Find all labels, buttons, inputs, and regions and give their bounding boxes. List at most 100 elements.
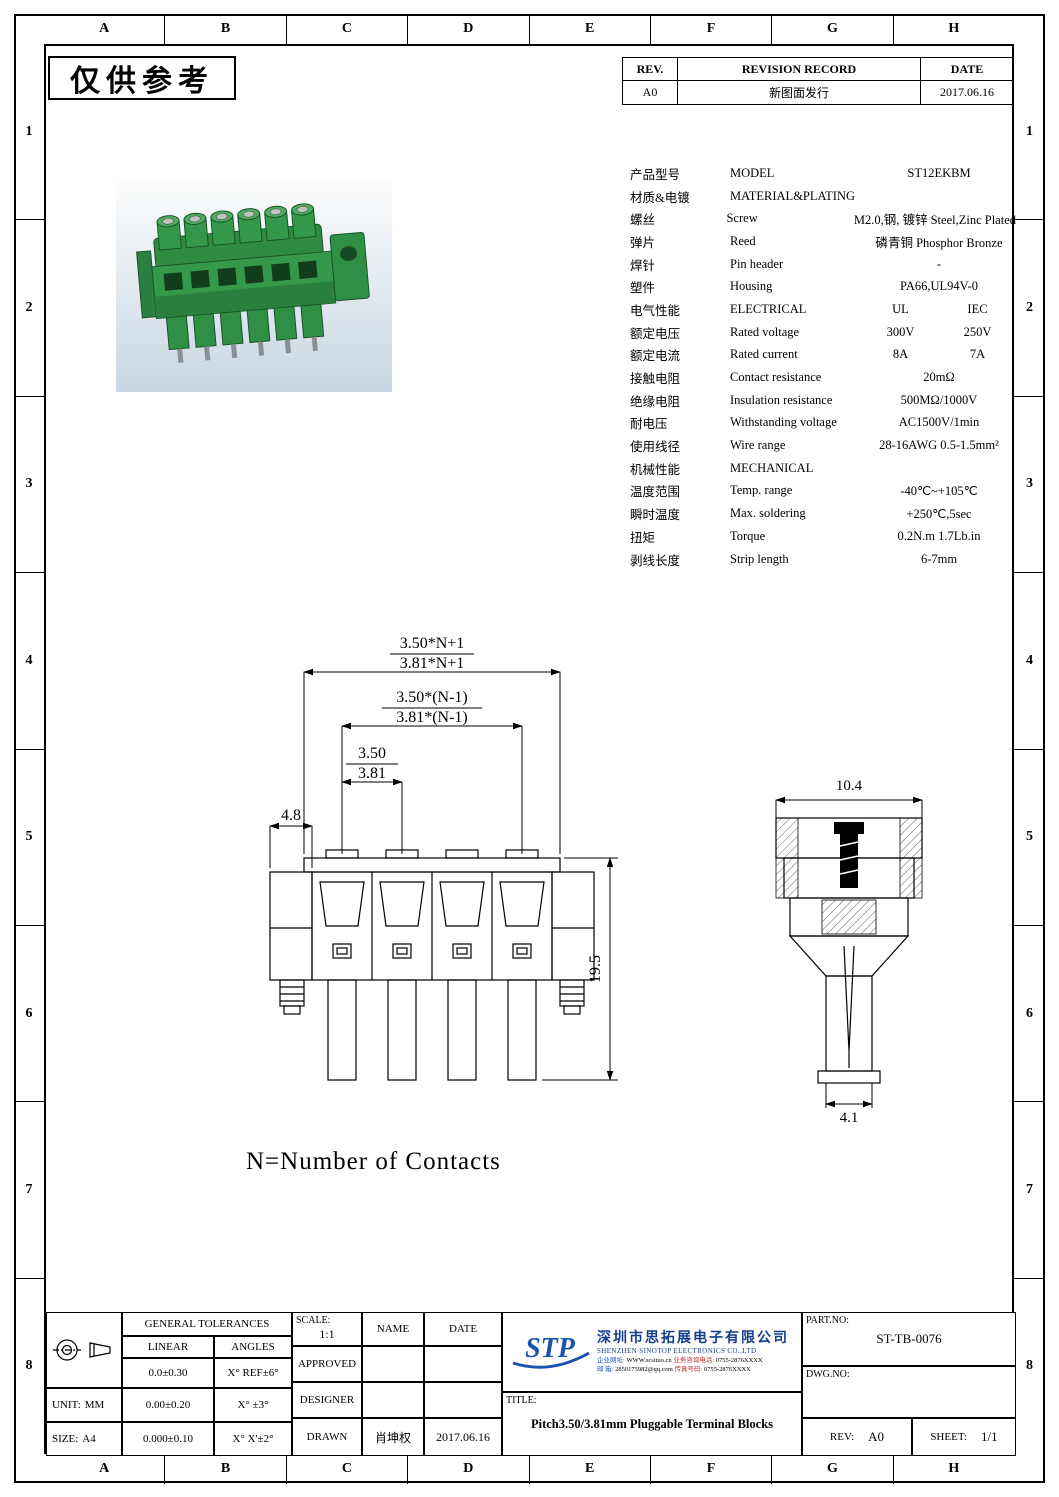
spec-label-en: Torque [730, 528, 766, 543]
grid-col-label: G [772, 1454, 894, 1484]
tolerance-angle: X° ±3° [214, 1388, 292, 1422]
grid-col-label: B [165, 14, 287, 44]
scale-cell: SCALE: 1:1 [292, 1312, 362, 1346]
drawn-date: 2017.06.16 [424, 1418, 502, 1456]
contacts-note: N=Number of Contacts [246, 1148, 501, 1175]
grid-col-label: D [408, 14, 530, 44]
part-no-value: ST-TB-0076 [876, 1331, 942, 1346]
projection-symbol [53, 1339, 111, 1361]
spec-label-cn: 温度范围 [630, 485, 681, 500]
drawing-area: 仅供参考 REV. REVISION RECORD DATE A0 新图面发行 … [44, 44, 1016, 1456]
spec-label-en: Rated current [730, 347, 798, 362]
company-cell: STP 深圳市思拓展电子有限公司 SHENZHEN SINOTOP ELECTR… [502, 1312, 802, 1392]
contact-value: WWW.scsituo.cn [626, 1357, 672, 1365]
spec-label-en: Contact resistance [730, 370, 822, 385]
spec-value: 6-7mm [920, 551, 958, 566]
grid-row-label: 1 [1014, 44, 1045, 221]
grid-col-label: D [408, 1454, 530, 1484]
spec-value: 8A [892, 347, 909, 362]
dim-pitch-381: 3.81 [358, 765, 386, 782]
dim-pitch-350: 3.50 [358, 745, 386, 762]
spec-value: - [936, 256, 942, 271]
projection-symbol-cell [46, 1312, 122, 1388]
company-name-en: SHENZHEN SINOTOP ELECTRONICS CO.,LTD [597, 1347, 757, 1356]
grid-row-label: 8 [25, 1358, 33, 1374]
spec-label-cn: 电气性能 [630, 303, 681, 318]
sheet-value: 1/1 [981, 1429, 998, 1444]
dim-overall-381: 3.81*N+1 [400, 655, 465, 672]
grid-col-label: A [44, 14, 166, 44]
revision-header-row: REV. REVISION RECORD DATE [623, 58, 1013, 81]
designer-name-cell [362, 1382, 424, 1418]
grid-row-label: 2 [1014, 220, 1045, 397]
grid-row-label: 5 [1014, 750, 1045, 926]
spec-label-cn: 耐电压 [630, 417, 668, 432]
rev-value: A0 [868, 1429, 885, 1444]
spec-label-cn: 额定电流 [630, 349, 681, 364]
spec-value: ST12EKBM [907, 165, 971, 180]
spec-label-cn: 额定电压 [630, 326, 681, 341]
spec-label-en: MECHANICAL [730, 460, 814, 475]
title-block: UNIT: MM SIZE: A4 GENERAL TOLERANCES LIN… [46, 1312, 1016, 1456]
drawn-label: DRAWN [292, 1418, 362, 1456]
dim-overall-350: 3.50*N+1 [400, 635, 465, 652]
angles-header: ANGLES [214, 1336, 292, 1358]
designer-label: DESIGNER [292, 1382, 362, 1418]
spec-label-cn: 使用线径 [630, 440, 681, 455]
record-value: 新图面发行 [678, 81, 921, 104]
grid-col-label: F [651, 1454, 773, 1484]
part-no-cell: PART.NO: ST-TB-0076 [802, 1312, 1016, 1366]
spec-label-en: ELECTRICAL [730, 301, 807, 316]
tolerance-angle: X° X'±2° [214, 1422, 292, 1456]
spec-value-2: 250V [963, 324, 992, 339]
spec-value: UL [892, 301, 909, 316]
date-header: DATE [950, 61, 984, 76]
spec-value: M2.0,钢, 镀锌 Steel,Zinc Plated [853, 213, 1016, 228]
spec-value: 28-16AWG 0.5-1.5mm² [879, 438, 999, 453]
spec-value: PA66,UL94V-0 [900, 279, 978, 294]
contact-value: 2850175982@qq.com [615, 1366, 673, 1374]
spec-label-cn: 机械性能 [630, 462, 681, 477]
spec-label-cn: 剥线长度 [630, 553, 681, 568]
spec-label-cn: 塑件 [630, 281, 656, 296]
size-label: SIZE: [52, 1433, 79, 1445]
contact-label: 业务咨询电话: [673, 1357, 715, 1365]
spec-label-en: MATERIAL&PLATING [730, 188, 855, 203]
side-section-drawing: 10.4 4.1 [775, 778, 923, 1126]
approved-label: APPROVED [292, 1346, 362, 1382]
spec-value: 磷青铜 Phosphor Bronze [875, 235, 1003, 250]
name-header: NAME [362, 1312, 424, 1346]
spec-label-cn: 螺丝 [630, 213, 656, 228]
spec-value: 0.2N.m 1.7Lb.in [897, 528, 981, 543]
grid-row-label: 3 [14, 397, 44, 574]
grid-row-label: 5 [14, 750, 44, 926]
contact-label: 邮 箱: [597, 1366, 614, 1374]
grid-columns-bottom: A B C D E F G H [44, 1454, 1014, 1484]
drawing-title: Pitch3.50/3.81mm Pluggable Terminal Bloc… [530, 1416, 774, 1431]
part-no-label: PART.NO: [806, 1315, 850, 1326]
grid-col-label: F [651, 14, 773, 44]
revision-table: REV. REVISION RECORD DATE A0 新图面发行 2017.… [622, 57, 1014, 105]
spec-label-cn: 接触电阻 [630, 372, 681, 387]
spec-label-cn: 焊针 [630, 258, 656, 273]
grid-columns-top: A B C D E F G H [44, 14, 1014, 44]
product-photo [116, 180, 392, 392]
contact-value: 0755-2876XXXX [715, 1357, 763, 1365]
grid-row-label: 4 [14, 573, 44, 750]
date-header: DATE [424, 1312, 502, 1346]
rev-label: REV: [829, 1431, 855, 1443]
spec-label-en: Withstanding voltage [730, 415, 837, 430]
tolerance-linear: 0.0±0.30 [122, 1358, 214, 1388]
rev-header: REV. [623, 58, 678, 80]
grid-row-label: 7 [1014, 1102, 1045, 1279]
grid-rows-right: 1 2 3 4 5 6 7 8 [1014, 44, 1045, 1454]
unit-value: MM [84, 1399, 105, 1411]
